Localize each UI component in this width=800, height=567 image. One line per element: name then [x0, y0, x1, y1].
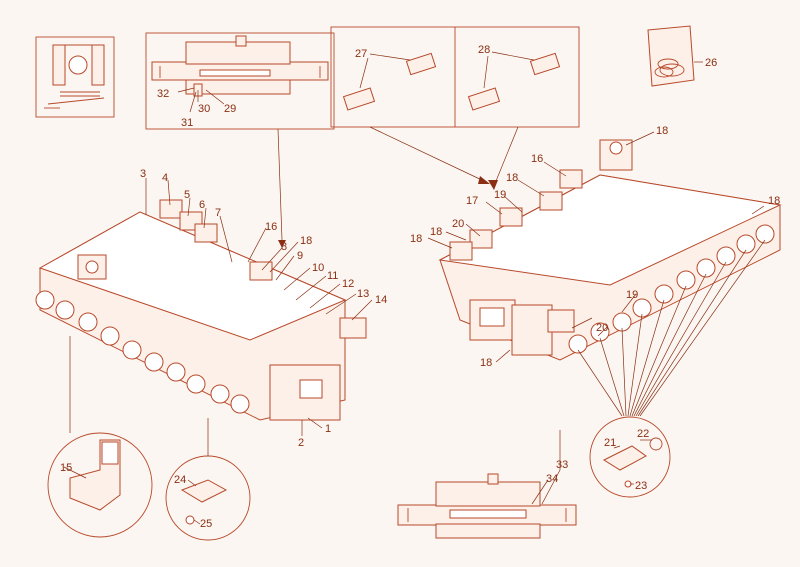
- callout-2: 2: [298, 437, 304, 449]
- callout-16-right: 16: [531, 153, 543, 165]
- callout-34: 34: [546, 473, 558, 485]
- callout-24: 24: [174, 474, 186, 486]
- orientation-box: [35, 36, 115, 118]
- callout-1: 1: [325, 423, 331, 435]
- callout-7: 7: [215, 207, 221, 219]
- bottom-section-valve: [397, 473, 577, 539]
- callout-17: 17: [466, 195, 478, 207]
- callout-3: 3: [140, 168, 146, 180]
- callout-27: 27: [355, 48, 367, 60]
- callout-8: 8: [281, 241, 287, 253]
- callout-18-bottom: 18: [480, 357, 492, 369]
- seal-kit-bag: [647, 25, 695, 87]
- callout-4: 4: [162, 172, 168, 184]
- callout-11: 11: [327, 270, 338, 282]
- callout-18-left: 18: [300, 235, 312, 247]
- callout-21: 21: [604, 437, 616, 449]
- callout-15: 15: [60, 462, 72, 474]
- callout-9: 9: [297, 250, 303, 262]
- left-valve-assembly: [35, 199, 367, 421]
- callout-28: 28: [478, 44, 490, 56]
- callout-14: 14: [375, 294, 387, 306]
- callout-10: 10: [312, 262, 324, 274]
- callout-29: 29: [224, 103, 236, 115]
- callout-12: 12: [342, 278, 354, 290]
- callout-19-top: 19: [494, 189, 506, 201]
- callout-18-far-left: 18: [410, 233, 422, 245]
- callout-18-right: 18: [768, 195, 780, 207]
- callout-19-bottom: 19: [626, 289, 638, 301]
- callout-5: 5: [184, 189, 190, 201]
- callout-31: 31: [181, 117, 193, 129]
- callout-18-mid: 18: [506, 172, 518, 184]
- right-valve-assembly: [438, 139, 782, 361]
- callout-32: 32: [157, 88, 169, 100]
- callout-30: 30: [198, 103, 210, 115]
- callout-20-top: 20: [452, 218, 464, 230]
- callout-labels: 1 2 3 4 5 6 7 8 9 10 11 12 13 14 15 16 1…: [60, 44, 780, 530]
- fittings-box: [330, 26, 580, 128]
- callout-26: 26: [705, 57, 717, 69]
- section-view-box: [145, 32, 335, 130]
- fan-leaders: [577, 239, 766, 417]
- callout-6: 6: [199, 199, 205, 211]
- callout-33: 33: [556, 459, 568, 471]
- callout-18-near-left: 18: [430, 226, 442, 238]
- callout-16-left: 16: [265, 221, 277, 233]
- detail-circle-21: [589, 416, 671, 498]
- detail-circle-15: [47, 432, 153, 538]
- callout-13: 13: [357, 288, 369, 300]
- callout-18-top: 18: [656, 125, 668, 137]
- callout-22: 22: [637, 428, 649, 440]
- callout-25: 25: [200, 518, 212, 530]
- callout-20-bottom: 20: [596, 322, 608, 334]
- callout-23: 23: [635, 480, 647, 492]
